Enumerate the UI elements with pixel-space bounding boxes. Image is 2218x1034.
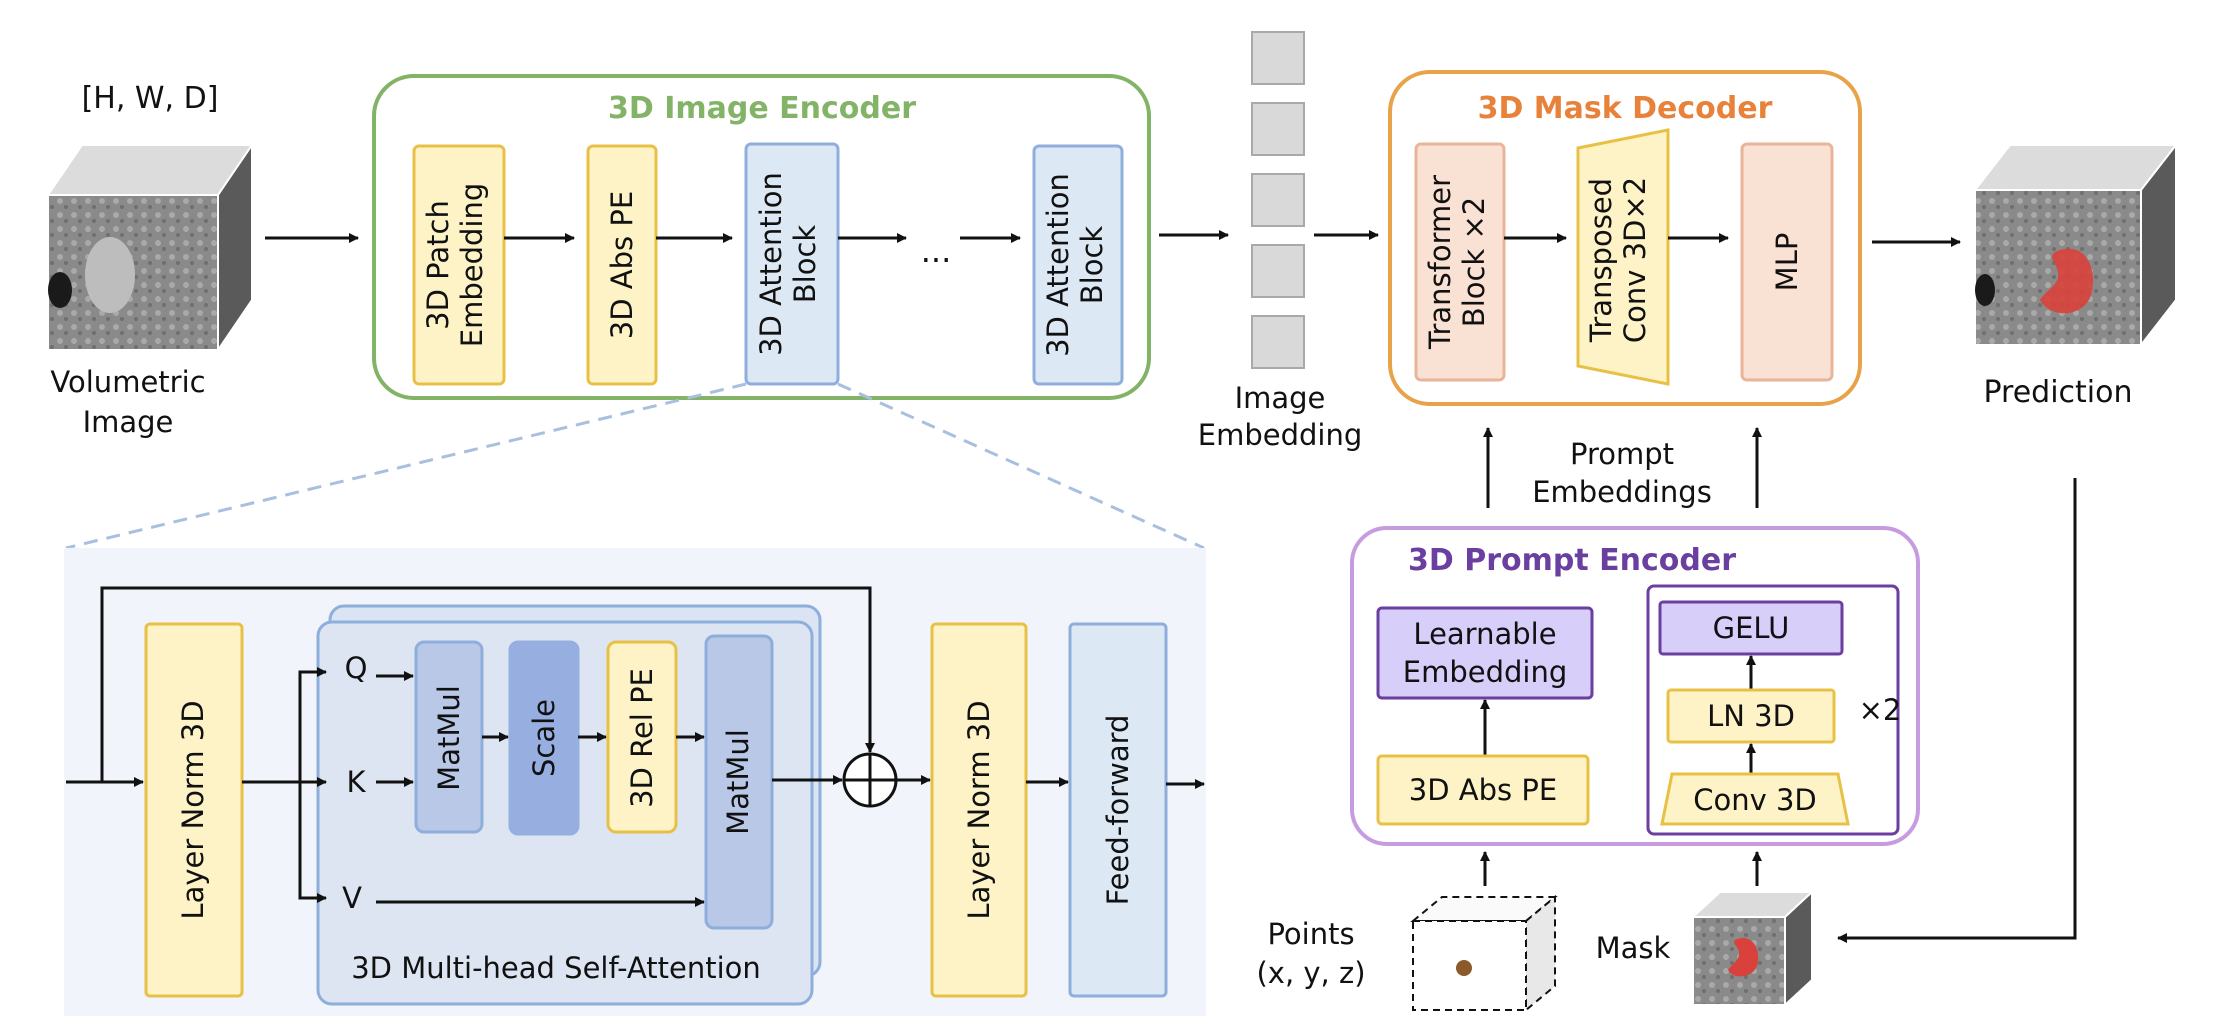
repeat-label: ×2 [1859,693,1902,727]
mask-overlay [1728,938,1759,977]
transposed-conv-block [1576,128,1670,386]
transformer-block [1414,142,1506,382]
transformer-line1: Transformer [1423,175,1457,350]
mask-branch-container [1646,584,1900,836]
k-label: K [346,765,366,799]
points-label-line2: (x, y, z) [1256,956,1365,990]
ln3d-block [1666,688,1836,744]
embedding-label-line2: Embedding [1198,418,1362,452]
matmul-2-label: MatMul [721,729,755,835]
attention-block-2-line2: Block [1075,226,1109,305]
points-label-line1: Points [1267,917,1354,951]
ellipsis: ... [921,232,952,270]
points-cube [1410,894,1558,1013]
feed-forward-block [1068,622,1168,998]
layer-norm-1-label: Layer Norm 3D [176,700,210,919]
prompt-embeddings-line1: Prompt [1570,437,1674,471]
arrow-prediction-to-mask [1837,478,2077,943]
q-label: Q [345,651,368,685]
conv3d-block [1660,772,1850,826]
patch-embedding-block [412,144,506,386]
mask-decoder-container [1388,70,1862,406]
embedding-label-line1: Image [1235,381,1326,415]
rel-pe-label: 3D Rel PE [625,668,659,808]
attention-block-2 [1032,144,1124,386]
gelu-block [1658,600,1844,656]
abs-pe-block [586,144,658,386]
transformer-line2: Block ×2 [1457,197,1491,327]
residual-add-node [842,752,898,808]
transposed-line1: Transposed [1584,178,1618,343]
matmul-block-2 [704,634,774,930]
attention-block-1-line1: 3D Attention [754,172,788,356]
prompt-embeddings-line2: Embeddings [1532,475,1712,509]
gelu-label: GELU [1713,611,1790,645]
mhsa-label: 3D Multi-head Self-Attention [351,951,761,985]
patch-embedding-line2: Embedding [455,183,489,347]
zoom-guide-left [65,382,747,550]
attention-block-1 [744,142,840,386]
abs-pe-label: 3D Abs PE [605,191,639,339]
prediction-mask-overlay [2040,248,2094,314]
feed-forward-label: Feed-forward [1101,715,1135,906]
layer-norm-block-2 [930,622,1028,998]
attention-block-2-line1: 3D Attention [1041,173,1075,357]
mask-cube [1690,889,1815,1008]
learnable-line2: Embedding [1403,655,1567,689]
mask-decoder-title: 3D Mask Decoder [1478,91,1773,126]
branch-q [298,667,327,782]
mask-label: Mask [1596,931,1671,965]
prompt-abs-pe-label: 3D Abs PE [1409,773,1557,807]
conv3d-label: Conv 3D [1693,783,1817,817]
layer-norm-2-label: Layer Norm 3D [962,700,996,919]
prediction-cube [1972,142,2179,348]
image-encoder-title: 3D Image Encoder [608,91,916,126]
input-label-line2: Image [83,405,174,439]
image-encoder-container [372,74,1151,400]
image-embedding-tokens [1251,31,1305,369]
v-label: V [342,881,362,915]
prompt-abs-pe-block [1376,754,1590,826]
mlp-label: MLP [1770,233,1804,292]
matmul-1-label: MatMul [432,685,466,791]
input-label-line1: Volumetric [50,365,205,399]
point-marker [1456,960,1472,976]
transposed-line2: Conv 3D×2 [1618,177,1652,343]
zoom-guide-right [837,382,1205,550]
prompt-encoder-title: 3D Prompt Encoder [1408,543,1736,578]
learnable-embedding-block [1376,606,1594,700]
branch-v [298,782,327,903]
layer-norm-block-1 [144,622,244,998]
attention-block-1-line2: Block [788,225,822,304]
learnable-line1: Learnable [1413,617,1556,651]
input-dims-label: [H, W, D] [82,81,219,116]
residual-connection-1 [100,586,875,782]
prediction-label: Prediction [1983,375,2132,410]
patch-embedding-line1: 3D Patch [421,200,455,330]
prompt-encoder-container [1350,526,1920,846]
scale-label: Scale [527,699,561,777]
ln3d-label: LN 3D [1707,699,1795,733]
mlp-block [1740,142,1834,382]
volumetric-image-cube [46,141,254,354]
